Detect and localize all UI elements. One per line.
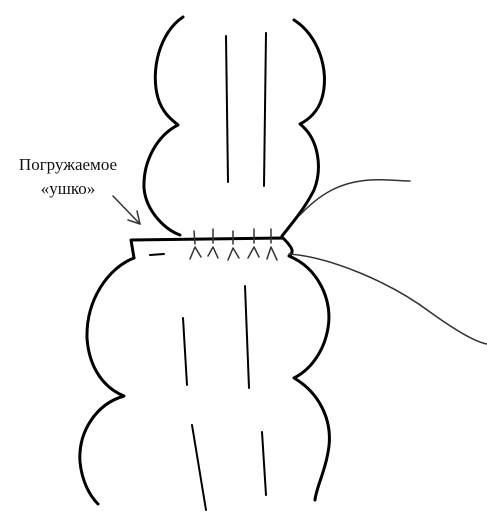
sewing-yarn: [289, 180, 487, 344]
lower-column-line: [262, 432, 266, 495]
stitch: [248, 229, 259, 258]
lower-column-line: [192, 425, 206, 510]
annotation-submerged-loop: Погружаемое «ушко»: [19, 155, 140, 224]
stitch: [208, 229, 218, 258]
upper-knitted-piece: [144, 17, 325, 236]
annotation-label-line2: «ушко»: [41, 179, 96, 198]
lower-column-line: [183, 318, 187, 385]
lower-column-line: [245, 286, 249, 388]
lower-piece-outline: [131, 238, 329, 500]
upper-piece-right-edge: [282, 20, 324, 236]
yarn-strand-lower: [289, 254, 487, 344]
upper-piece-left-edge: [144, 17, 183, 235]
annotation-arrow: [113, 196, 140, 224]
stitch: [267, 229, 277, 260]
stitch: [228, 231, 239, 260]
seam-stitches: [190, 229, 277, 260]
lower-knitted-piece: [80, 238, 330, 510]
upper-column-line: [226, 36, 228, 182]
edge-dash-mark: [150, 254, 164, 255]
lower-piece-left-edge: [80, 258, 134, 504]
upper-column-line: [264, 33, 266, 186]
stitch: [190, 231, 201, 259]
annotation-label-line1: Погружаемое: [19, 155, 117, 174]
